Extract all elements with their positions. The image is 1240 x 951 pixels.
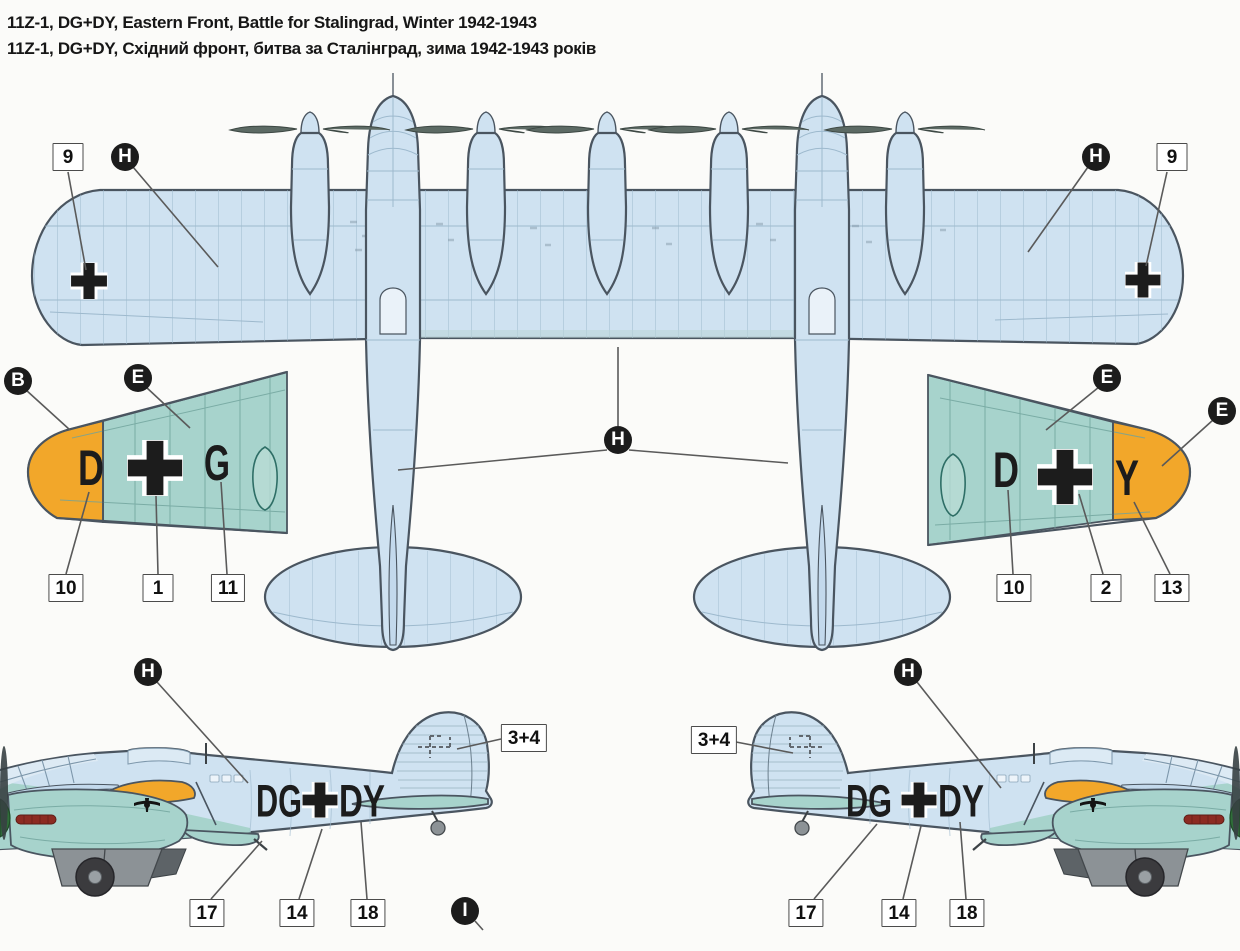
callout-box-13: 13 [1154,574,1190,602]
callout-box-10-right: 10 [996,574,1032,602]
callout-box-2: 2 [1090,574,1122,602]
callout-box-11: 11 [210,574,246,602]
callout-box-18-left: 18 [350,899,386,927]
callout-circle-b: B [4,367,32,395]
starboard-wingtip-underside-detail: D Y [927,373,1192,547]
code-letter-inboard-right: D [993,442,1019,498]
code-letter-tip-left: D [78,440,104,496]
callout-box-17-left: 17 [189,899,225,927]
port-wingtip-underside-detail: D G [26,370,288,535]
callout-circle-h-center: H [604,426,632,454]
callout-box-1: 1 [142,574,174,602]
callout-box-9-left: 9 [52,143,84,171]
code-letter-tip-right: Y [1115,450,1139,506]
fuselage-code-rear: DY [938,776,984,827]
callout-leader-lines [25,166,1214,931]
callout-circle-e-left: E [124,364,152,392]
fuselage-code-front: DG [846,776,892,827]
callout-circle-h-topright: H [1082,143,1110,171]
fuselage-code-front: DG [256,776,302,827]
title-english: 11Z-1, DG+DY, Eastern Front, Battle for … [7,13,537,32]
callout-circle-e-mid-right: E [1093,364,1121,392]
callout-box-17-right: 17 [788,899,824,927]
callout-box-34-left: 3+4 [500,724,548,752]
callout-box-14-left: 14 [279,899,315,927]
callout-box-18-right: 18 [949,899,985,927]
callout-circle-h-topleft: H [111,143,139,171]
title-ukrainian: 11Z-1, DG+DY, Східний фронт, битва за Ст… [7,39,597,58]
callout-circle-e-tip-right: E [1208,397,1236,425]
callout-box-9-right: 9 [1156,143,1188,171]
code-letter-inboard-left: G [204,435,230,491]
underwing-blister [252,446,278,511]
underwing-blister [940,453,966,517]
fuselage-code-rear: DY [339,776,385,827]
callout-circle-h-profile-right: H [894,658,922,686]
callout-box-34-right: 3+4 [690,726,738,754]
callout-circle-i: I [451,897,479,925]
callout-box-10-left: 10 [48,574,84,602]
callout-circle-h-profile-left: H [134,658,162,686]
port-side-profile: DG DY [0,712,492,896]
callout-box-14-right: 14 [881,899,917,927]
starboard-side-profile: DG DY [748,712,1240,896]
